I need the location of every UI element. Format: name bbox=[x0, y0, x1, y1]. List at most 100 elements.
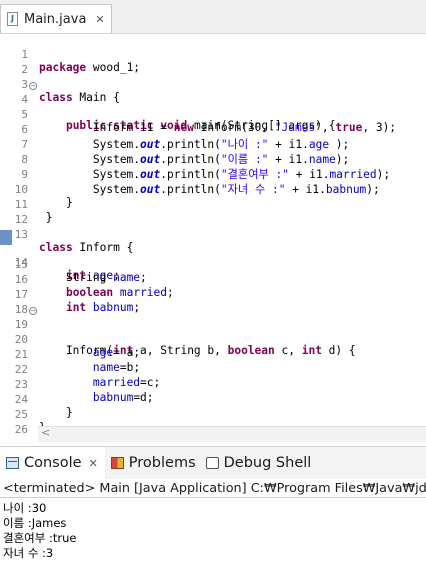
line-number: 16 bbox=[14, 273, 28, 286]
code-line: 13 class Inform { bbox=[0, 215, 426, 254]
code-text: Inform i1 = new Inform(30, "James", true… bbox=[39, 121, 397, 134]
line-number: 1 bbox=[21, 48, 28, 61]
bookmark-marker[interactable] bbox=[0, 230, 12, 245]
console-output-line: 이름 :James bbox=[3, 516, 67, 530]
code-text: babnum=d; bbox=[92, 391, 154, 404]
code-line: 11 } bbox=[0, 185, 426, 224]
code-line: 26 bbox=[0, 410, 426, 436]
code-text: } bbox=[39, 196, 73, 209]
line-number: 12 bbox=[14, 213, 28, 226]
tab-label: Debug Shell bbox=[223, 455, 312, 471]
code-line: 24 } bbox=[0, 380, 426, 419]
line-number: 22 bbox=[14, 363, 28, 376]
line-number: 17 bbox=[14, 288, 28, 301]
code-line: 20 age= a; bbox=[0, 320, 426, 359]
tab-console[interactable]: Console ✕ bbox=[0, 447, 105, 479]
line-number: 7 bbox=[21, 138, 28, 151]
code-text: String name; bbox=[39, 271, 147, 284]
line-number: 9 bbox=[21, 168, 28, 181]
code-line: 10 } bbox=[0, 170, 426, 209]
console-status-line: <terminated> Main [Java Application] C:₩… bbox=[0, 479, 426, 498]
code-text: System.out.println("결혼여부 :" + i1.married… bbox=[39, 168, 391, 181]
code-line: 16 boolean married; bbox=[0, 260, 426, 299]
tab-debug-shell[interactable]: Debug Shell bbox=[200, 447, 316, 479]
console-view-tabs: Console ✕ Problems Debug Shell bbox=[0, 446, 426, 479]
line-number: 24 bbox=[14, 393, 28, 406]
code-line: 9 System.out.println("자녀 수 :" + i1.babnu… bbox=[0, 155, 426, 196]
console-output-line: 결혼여부 :true bbox=[3, 531, 77, 545]
code-text: class Main { bbox=[39, 91, 120, 104]
line-number: 23 bbox=[14, 378, 28, 391]
close-icon[interactable]: ✕ bbox=[88, 456, 98, 470]
code-text: } bbox=[39, 406, 73, 419]
java-file-icon: J bbox=[7, 12, 18, 26]
code-text: System.out.println("자녀 수 :" + i1.babnum)… bbox=[39, 183, 380, 196]
tab-label: Problems bbox=[128, 455, 196, 471]
code-text: married=c; bbox=[92, 376, 161, 389]
line-number: 4 bbox=[21, 93, 28, 106]
code-line: 12 bbox=[0, 200, 426, 226]
code-text: int age; bbox=[65, 269, 120, 282]
fold-collapse-icon[interactable]: − bbox=[29, 82, 37, 90]
problems-icon bbox=[110, 457, 124, 469]
code-text: package wood_1; bbox=[39, 61, 141, 74]
code-line: 17 int babnum; bbox=[0, 275, 426, 314]
code-line: 18 bbox=[0, 290, 426, 316]
code-text: Inform(int a, String b, boolean c, int d… bbox=[39, 344, 356, 357]
code-text: int babnum; bbox=[65, 301, 141, 314]
line-number: 13 bbox=[14, 228, 28, 241]
line-number: 25 bbox=[14, 408, 28, 421]
tab-problems[interactable]: Problems bbox=[105, 447, 200, 479]
tab-title: Main.java bbox=[24, 11, 87, 27]
code-line: 15 String name; bbox=[0, 245, 426, 284]
code-line: 7 System.out.println("이름 :" + i1.name); bbox=[0, 125, 426, 166]
tab-label: Console bbox=[24, 455, 82, 471]
code-line: 25 } bbox=[0, 395, 426, 434]
line-number: 5 bbox=[21, 108, 28, 121]
code-text: } bbox=[39, 211, 53, 224]
code-line: 14 int age; bbox=[0, 230, 426, 282]
code-line: 4 − public static void main(String[] arg… bbox=[0, 80, 426, 132]
code-text: age= a; bbox=[92, 346, 141, 359]
debug-shell-icon bbox=[205, 457, 219, 469]
code-line: 8 System.out.println("결혼여부 :" + i1.marri… bbox=[0, 140, 426, 181]
console-output-line: 나이 :30 bbox=[3, 501, 47, 515]
editor-tab-bar: J Main.java ✕ bbox=[0, 0, 426, 34]
line-number: 14 bbox=[14, 256, 28, 269]
line-number: 19 bbox=[14, 318, 28, 331]
line-number: 15 bbox=[14, 258, 28, 271]
console-icon bbox=[6, 457, 19, 469]
line-number: 18 bbox=[14, 303, 28, 316]
line-number: 11 bbox=[14, 198, 28, 211]
code-line: 5 Inform i1 = new Inform(30, "James", tr… bbox=[0, 95, 426, 134]
code-line: 22 married=c; bbox=[0, 350, 426, 389]
close-icon[interactable]: ✕ bbox=[95, 12, 105, 26]
line-number: 2 bbox=[21, 63, 28, 76]
line-number: 20 bbox=[14, 333, 28, 346]
code-line: 3 class Main { bbox=[0, 65, 426, 104]
code-line: 2 bbox=[0, 50, 426, 76]
scroll-left-icon[interactable]: < bbox=[41, 426, 51, 439]
line-number: 8 bbox=[21, 153, 28, 166]
line-number: 26 bbox=[14, 423, 28, 436]
code-text: boolean married; bbox=[65, 286, 174, 299]
line-number: 3 bbox=[21, 78, 28, 91]
code-editor[interactable]: 1 package wood_1; 2 3 class Main { 4 − p… bbox=[0, 34, 426, 444]
code-text: System.out.println("나이 :" + i1.age ); bbox=[39, 138, 350, 151]
code-line: 21 name=b; bbox=[0, 335, 426, 374]
code-line: 23 babnum=d; bbox=[0, 365, 426, 404]
line-number: 10 bbox=[14, 183, 28, 196]
code-line: 1 package wood_1; bbox=[0, 35, 426, 74]
code-text: class Inform { bbox=[39, 241, 134, 254]
code-line: 6 System.out.println("나이 :" + i1.age ); bbox=[0, 110, 426, 151]
code-text: name=b; bbox=[92, 361, 141, 374]
code-text: System.out.println("이름 :" + i1.name); bbox=[39, 153, 350, 166]
horizontal-scrollbar[interactable]: < bbox=[38, 426, 426, 442]
code-text: public static void main(String[] args) { bbox=[65, 119, 336, 132]
code-line: 19 − Inform(int a, String b, boolean c, … bbox=[0, 305, 426, 357]
fold-collapse-icon[interactable]: − bbox=[29, 307, 37, 315]
line-number: 21 bbox=[14, 348, 28, 361]
line-number: 6 bbox=[21, 123, 28, 136]
tab-main-java[interactable]: J Main.java ✕ bbox=[0, 4, 112, 33]
console-output-line: 자녀 수 :3 bbox=[3, 546, 54, 560]
